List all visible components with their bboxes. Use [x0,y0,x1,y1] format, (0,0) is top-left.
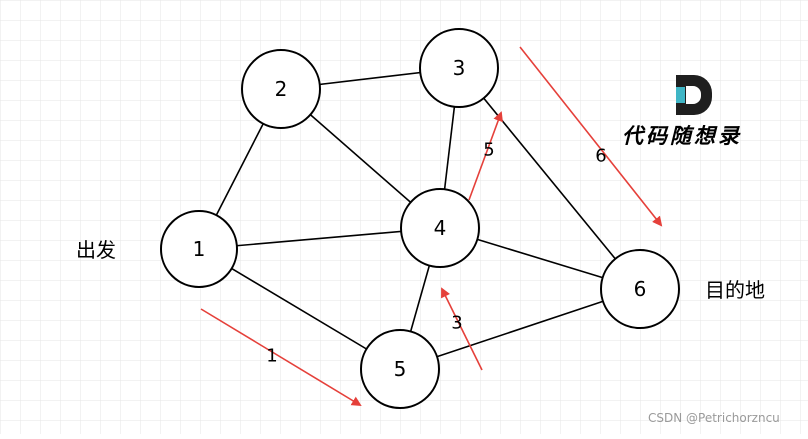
node-5: 5 [360,329,440,409]
destination-label: 目的地 [705,278,765,302]
node-label-6: 6 [634,277,647,301]
node-1: 1 [160,210,238,288]
weight-label-3-6: 6 [595,146,606,167]
node-label-4: 4 [434,216,447,240]
path-arrows [200,46,663,407]
node-label-2: 2 [275,77,288,101]
node-label-1: 1 [193,237,206,261]
node-4: 4 [400,188,480,268]
node-6: 6 [600,249,680,329]
weight-label-4-3: 5 [483,140,494,161]
node-label-5: 5 [394,357,407,381]
brand-name: 代码随想录 [622,123,742,148]
watermark: CSDN @Petrichorzncu [648,411,780,425]
edge-5-6 [399,288,641,370]
nodes: 1 2 3 4 5 6 [160,28,680,409]
weight-label-5-4: 3 [451,313,462,334]
edge-3-6 [458,67,641,290]
path-arrow-5-to-4 [441,287,483,371]
path-arrow-3-to-6 [519,46,663,227]
node-3: 3 [419,28,499,108]
start-label: 出发 [76,238,116,262]
node-2: 2 [241,49,321,129]
node-label-3: 3 [453,56,466,80]
path-arrow-4-to-3 [468,111,503,201]
path-arrow-1-to-5 [200,308,362,407]
weight-label-1-5: 1 [266,346,277,367]
edge-1-4 [198,227,441,250]
brand-logo-icon [676,75,712,115]
weight-labels: 1 3 5 6 [266,140,606,367]
